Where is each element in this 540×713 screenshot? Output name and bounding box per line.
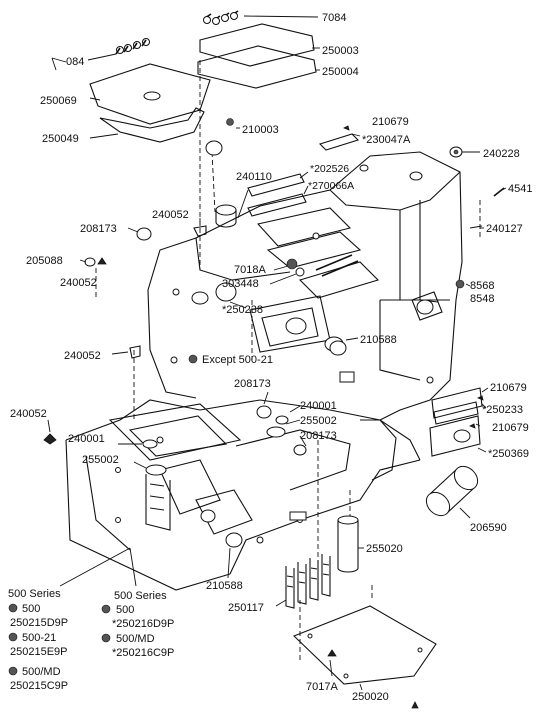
- label-7017a: 7017A: [306, 681, 338, 693]
- label-210003: 210003: [242, 124, 279, 136]
- part-labels: 7084 084 250003 250004 250069 250049 210…: [10, 12, 532, 703]
- label-7018a: 7018A: [234, 264, 266, 276]
- legend-left-title: 500 Series: [8, 588, 61, 600]
- legend-right-row1-part: *250216D9P: [112, 618, 174, 630]
- legend-left-row1-part: 250215D9P: [10, 617, 68, 629]
- screw-group-084: [51, 38, 150, 71]
- label-250369: *250369: [488, 448, 529, 460]
- label-210679-top: 210679: [372, 116, 409, 128]
- label-4541: 4541: [508, 183, 532, 195]
- label-250117: 250117: [228, 602, 264, 614]
- label-255020: 255020: [366, 543, 403, 555]
- label-7084: 7084: [322, 12, 346, 24]
- label-270066a: *270066A: [308, 180, 354, 192]
- legend-left-row2-model: 500-21: [22, 632, 56, 644]
- legend-right-title: 500 Series: [114, 590, 167, 602]
- gasket-250004: [197, 45, 317, 89]
- label-084: 084: [66, 56, 84, 68]
- label-230047a: *230047A: [362, 134, 411, 146]
- legend-right-row2-model: 500/MD: [116, 633, 155, 645]
- label-240001-low: 240001: [68, 433, 105, 445]
- label-240127: 240127: [486, 223, 523, 235]
- label-8568: 8568: [470, 280, 494, 292]
- label-250069: 250069: [40, 95, 77, 107]
- label-250233: *250233: [482, 404, 523, 416]
- legend-right-row2-part: *250216C9P: [112, 647, 174, 659]
- label-208173-top: 208173: [80, 223, 117, 235]
- label-255002-mid: 255002: [300, 415, 337, 427]
- label-205088: 205088: [26, 255, 63, 267]
- screw-group-7084: [203, 10, 319, 25]
- top-cover-plates: [51, 10, 320, 143]
- legend-right: 500 Series 500 *250216D9P 500/MD *250216…: [101, 590, 174, 659]
- label-240052-mid: 240052: [64, 350, 101, 362]
- label-210588-upper: 210588: [360, 334, 397, 346]
- legend-right-row1-model: 500: [116, 604, 134, 616]
- label-210679-right: 210679: [490, 382, 527, 394]
- label-210588-lower: 210588: [206, 580, 243, 592]
- label-250020: 250020: [352, 691, 389, 703]
- label-leaders: [47, 127, 507, 691]
- label-206590: 206590: [470, 522, 507, 534]
- label-except-500-21: Except 500-21: [202, 354, 273, 366]
- label-240001-mid: 240001: [300, 400, 337, 412]
- label-240052-lower: 240052: [10, 408, 47, 420]
- label-250004: 250004: [322, 66, 359, 78]
- label-255002-low: 255002: [82, 454, 119, 466]
- label-208173-mid: 208173: [234, 378, 271, 390]
- label-208173-low: 208173: [300, 430, 337, 442]
- label-303448: 303448: [222, 278, 259, 290]
- legend-left-row3-model: 500/MD: [22, 666, 61, 678]
- explosion-lines: [95, 60, 481, 660]
- legend-left-row2-part: 250215E9P: [10, 646, 68, 658]
- legend-left-row1-model: 500: [22, 603, 40, 615]
- legend-left: 500 Series 500 250215D9P 500-21 250215E9…: [8, 588, 68, 692]
- legend-left-row3-part: 250215C9P: [10, 680, 68, 692]
- label-240228: 240228: [483, 148, 520, 160]
- label-250049: 250049: [42, 133, 79, 145]
- label-250238: *250238: [222, 304, 263, 316]
- label-250003: 250003: [322, 45, 359, 57]
- label-210679-right-low: 210679: [492, 422, 529, 434]
- plate-250003: [199, 23, 315, 67]
- label-8548: 8548: [470, 293, 494, 305]
- label-240110: 240110: [236, 171, 272, 183]
- plate-250020: [293, 605, 437, 685]
- main-casting-body: [65, 151, 463, 591]
- label-240052-left: 240052: [60, 277, 97, 289]
- small-parts: [43, 118, 505, 709]
- pin-group-250117: [285, 554, 331, 609]
- label-202526: *202526: [310, 163, 349, 175]
- label-240052-top: 240052: [152, 209, 189, 221]
- gasket-250049: [99, 107, 205, 143]
